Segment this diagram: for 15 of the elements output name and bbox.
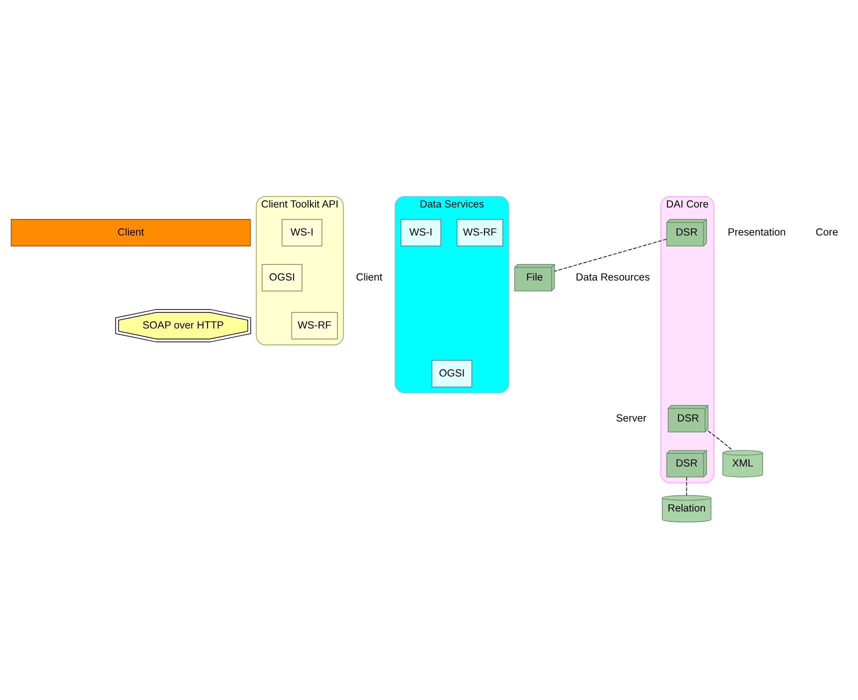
label: Core <box>816 226 838 238</box>
node-box: OGSI <box>432 360 472 387</box>
connector <box>686 476 687 496</box>
node-box: Client <box>10 218 251 246</box>
node-box: WS-I <box>400 218 442 246</box>
label: Data Resources <box>576 272 650 283</box>
node-box: WS-RF <box>291 312 338 339</box>
label: Presentation <box>728 226 786 238</box>
label: Client <box>356 272 382 283</box>
node-box: WS-I <box>282 218 322 246</box>
connector <box>708 430 733 450</box>
node-box: OGSI <box>262 264 302 291</box>
label: Server <box>616 412 646 424</box>
connector <box>554 238 667 272</box>
node-box: WS-RF <box>456 218 504 246</box>
